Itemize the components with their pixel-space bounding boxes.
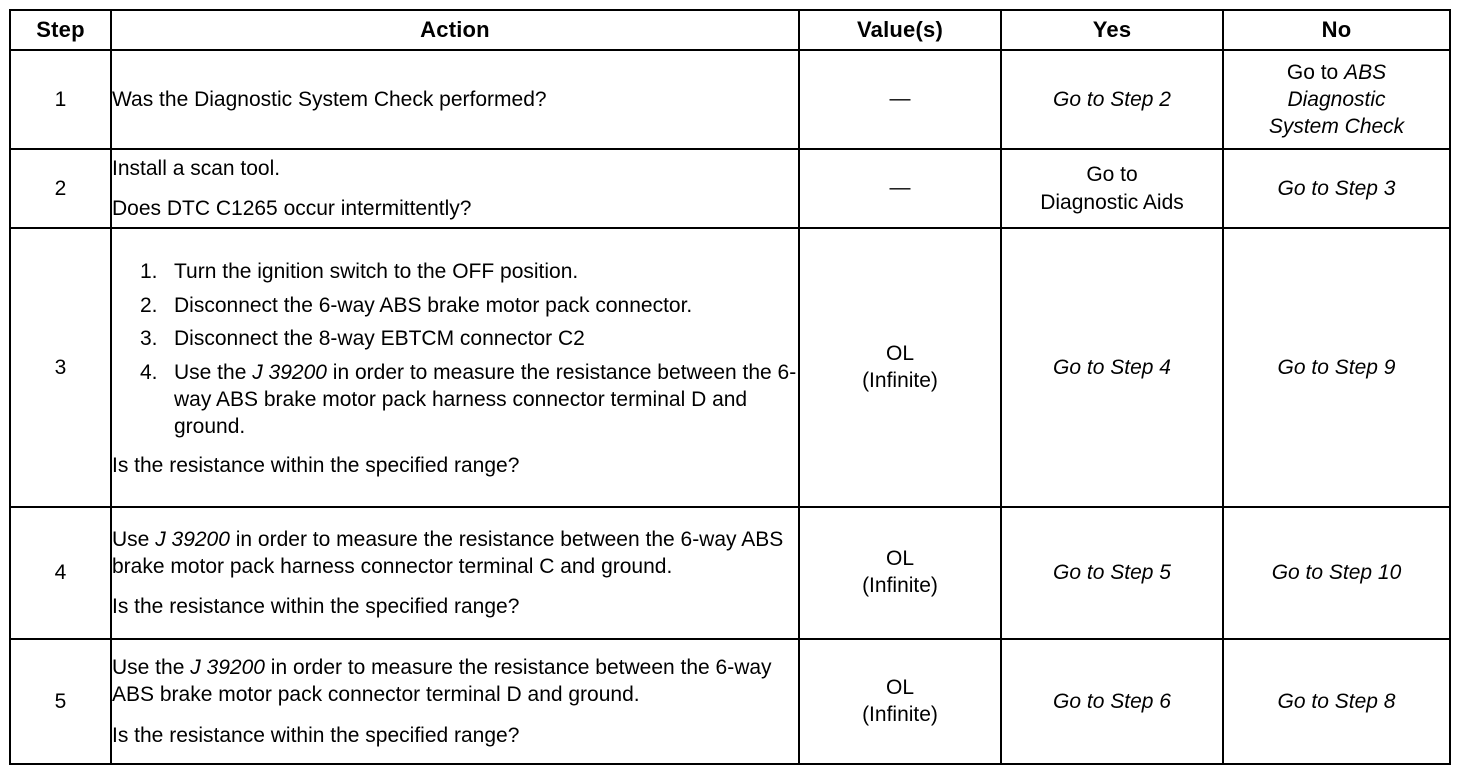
table-row: 3 1. Turn the ignition switch to the OFF … [9, 227, 1451, 508]
value-main: OL [885, 675, 914, 699]
step-number-cell: 2 [9, 148, 112, 229]
value-sub: (Infinite) [862, 574, 938, 597]
tool-reference: J 39200 [190, 656, 265, 680]
column-header-step: Step [9, 9, 112, 51]
step-number-cell: 4 [9, 506, 112, 640]
no-goto-ref-1: ABS [1344, 60, 1387, 84]
no-goto-label: Go to Step 8 [1277, 689, 1396, 713]
step-number-cell: 1 [9, 49, 112, 150]
substep-text: Disconnect the 6-way ABS brake motor pac… [174, 293, 693, 317]
no-goto-line-1: Go to ABS [1224, 59, 1449, 86]
action-instruction: Use the J 39200 in order to measure the … [112, 654, 798, 709]
action-substep-list: 1. Turn the ignition switch to the OFF po… [112, 259, 798, 441]
no-outcome-cell: Go to Step 9 [1222, 227, 1451, 508]
substep-text-post: in order to measure the resistance betwe… [174, 361, 797, 439]
no-goto-prefix: Go to [1286, 60, 1345, 84]
value-cell: — [798, 148, 1002, 229]
yes-outcome-cell: Go to Diagnostic Aids [1000, 148, 1224, 229]
yes-outcome-cell: Go to Step 4 [1000, 227, 1224, 508]
value-dash: — [889, 176, 911, 200]
table-row: 2 Install a scan tool. Does DTC C1265 oc… [9, 148, 1451, 229]
value-main: OL [885, 341, 914, 365]
action-cell: Install a scan tool. Does DTC C1265 occu… [110, 148, 800, 229]
list-item: 1. Turn the ignition switch to the OFF po… [112, 259, 798, 286]
action-instruction: Use J 39200 in order to measure the resi… [112, 526, 798, 581]
yes-goto-prefix: Go to [1086, 163, 1138, 187]
yes-goto-label: Go to Step 6 [1053, 689, 1171, 713]
action-question: Is the resistance within the specified r… [112, 723, 520, 747]
no-outcome-cell: Go to Step 10 [1222, 506, 1451, 640]
column-header-no: No [1222, 9, 1451, 51]
no-goto-label: Go to Step 3 [1277, 176, 1396, 200]
step-number-cell: 3 [9, 227, 112, 508]
action-question: Does DTC C1265 occur intermittently? [112, 197, 472, 220]
step-number-cell: 5 [9, 638, 112, 765]
list-item: 2. Disconnect the 6-way ABS brake motor p… [112, 293, 798, 320]
table-row: 5 Use the J 39200 in order to measure th… [9, 638, 1451, 765]
value-sub: (Infinite) [862, 702, 938, 726]
substep-number: 4. [140, 361, 158, 385]
no-goto-label: Go to Step 10 [1271, 561, 1402, 585]
value-dash: — [889, 87, 911, 111]
no-outcome-cell: Go to Step 3 [1222, 148, 1451, 229]
action-text-pre: Use [112, 527, 156, 551]
action-line: Install a scan tool. [112, 156, 281, 180]
substep-text: Disconnect the 8-way EBTCM connector C2 [174, 327, 585, 351]
substep-text-pre: Use the [174, 361, 253, 385]
table-row: 4 Use J 39200 in order to measure the re… [9, 506, 1451, 640]
no-goto-ref-2: Diagnostic [1287, 87, 1386, 111]
action-cell: Use the J 39200 in order to measure the … [110, 638, 800, 765]
action-question: Is the resistance within the specified r… [112, 453, 520, 477]
yes-outcome-cell: Go to Step 2 [1000, 49, 1224, 150]
action-cell: Use J 39200 in order to measure the resi… [110, 506, 800, 640]
action-cell: Was the Diagnostic System Check performe… [110, 49, 800, 150]
tool-reference: J 39200 [155, 527, 230, 551]
column-header-yes: Yes [1000, 9, 1224, 51]
no-outcome-cell: Go to Step 8 [1222, 638, 1451, 765]
substep-number: 2. [140, 293, 158, 317]
value-cell: OL (Infinite) [798, 227, 1002, 508]
table-header-row: Step Action Value(s) Yes No [9, 9, 1451, 51]
yes-outcome-cell: Go to Step 6 [1000, 638, 1224, 765]
column-header-action: Action [110, 9, 800, 51]
substep-text: Turn the ignition switch to the OFF posi… [174, 259, 579, 283]
value-cell: — [798, 49, 1002, 150]
action-line: Was the Diagnostic System Check performe… [112, 87, 547, 111]
tool-reference: J 39200 [252, 361, 327, 385]
value-cell: OL (Infinite) [798, 506, 1002, 640]
value-cell: OL (Infinite) [798, 638, 1002, 765]
list-item: 4. Use the J 39200 in order to measure th… [112, 360, 798, 441]
substep-number: 1. [140, 259, 158, 283]
column-header-values: Value(s) [798, 9, 1002, 51]
no-outcome-cell: Go to ABS Diagnostic System Check [1222, 49, 1451, 150]
yes-goto-label: Go to Step 5 [1053, 561, 1171, 585]
yes-goto-label: Go to Step 4 [1053, 355, 1171, 379]
no-goto-label: Go to Step 9 [1277, 355, 1396, 379]
action-text-post: in order to measure the resistance betwe… [112, 527, 784, 578]
yes-goto-ref: Diagnostic Aids [1040, 190, 1184, 214]
action-question: Is the resistance within the specified r… [112, 595, 520, 619]
yes-outcome-cell: Go to Step 5 [1000, 506, 1224, 640]
action-cell: 1. Turn the ignition switch to the OFF po… [110, 227, 800, 508]
table-row: 1 Was the Diagnostic System Check perfor… [9, 49, 1451, 150]
list-item: 3. Disconnect the 8-way EBTCM connector C… [112, 326, 798, 353]
diagnostic-procedure-table: Step Action Value(s) Yes No 1 Was the Di… [9, 9, 1451, 765]
yes-goto-label: Go to Step 2 [1053, 87, 1171, 111]
value-main: OL [885, 547, 914, 571]
value-sub: (Infinite) [862, 368, 938, 392]
substep-number: 3. [140, 327, 158, 351]
no-goto-ref-3: System Check [1268, 115, 1405, 139]
action-text-pre: Use the [112, 656, 191, 680]
action-text-post: in order to measure the resistance betwe… [112, 656, 772, 707]
